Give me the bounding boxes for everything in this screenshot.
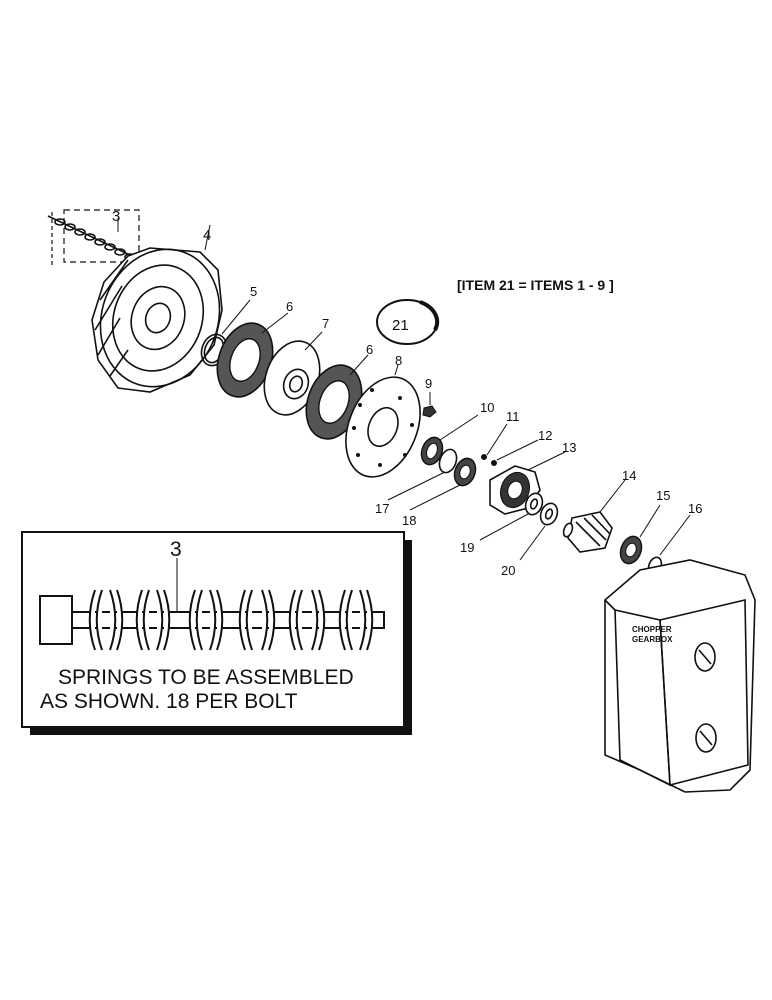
part-15-bearing: 15 <box>619 488 670 565</box>
callout-6-b: 6 <box>366 342 373 357</box>
callout-21: 21 <box>392 317 409 334</box>
gearbox-label-line2: GEARBOX <box>632 635 673 644</box>
part-9-nut: 9 <box>422 376 437 418</box>
chopper-gearbox: CHOPPER GEARBOX <box>604 559 756 793</box>
assembly-note: [ITEM 21 = ITEMS 1 - 9 ] <box>457 277 614 293</box>
part-20-washer: 20 <box>501 502 559 578</box>
callout-16: 16 <box>688 501 702 516</box>
part-11-bolt: 11 <box>481 409 520 460</box>
inset-note-line2: AS SHOWN. 18 PER BOLT <box>40 690 298 713</box>
callout-21-bubble: 21 <box>376 299 440 345</box>
callout-13: 13 <box>562 440 576 455</box>
spring-assembly-inset: 3 SPRINGS TO BE ASSEMBLED AS SHOWN. 18 P… <box>21 531 412 735</box>
callout-14: 14 <box>622 468 636 483</box>
callout-7: 7 <box>322 316 329 331</box>
part-7-hub-plate: 7 <box>263 316 329 416</box>
callout-3: 3 <box>112 208 120 225</box>
callout-20: 20 <box>501 563 515 578</box>
callout-6-a: 6 <box>286 299 293 314</box>
part-8-pressure-plate: 8 <box>345 353 421 478</box>
inset-springs <box>88 589 374 651</box>
callout-8: 8 <box>395 353 402 368</box>
callout-17: 17 <box>375 501 389 516</box>
inset-note-line1: SPRINGS TO BE ASSEMBLED <box>58 666 354 689</box>
part-18-bearing: 18 <box>402 457 477 528</box>
callout-10: 10 <box>480 400 494 415</box>
inset-callout-3: 3 <box>170 538 182 561</box>
part-10-seal: 10 <box>420 400 494 466</box>
part-4-flywheel: 4 <box>91 224 223 393</box>
part-6-friction-disc-a: 6 <box>216 299 293 398</box>
part-12-bolt: 12 <box>491 428 552 466</box>
part-14-shaft: 14 <box>562 468 636 553</box>
callout-15: 15 <box>656 488 670 503</box>
callout-11: 11 <box>506 409 520 424</box>
callout-4: 4 <box>203 227 211 244</box>
part-6-friction-disc-b: 6 <box>305 342 373 440</box>
callout-9: 9 <box>425 376 432 391</box>
gearbox-label-line1: CHOPPER <box>632 625 672 634</box>
callout-18: 18 <box>402 513 416 528</box>
part-19-washer: 19 <box>460 492 544 555</box>
part-3-bolt-springs: 3 <box>47 208 140 266</box>
callout-5: 5 <box>250 284 257 299</box>
callout-19: 19 <box>460 540 474 555</box>
part-17-snap-ring: 17 <box>375 448 458 516</box>
callout-12: 12 <box>538 428 552 443</box>
